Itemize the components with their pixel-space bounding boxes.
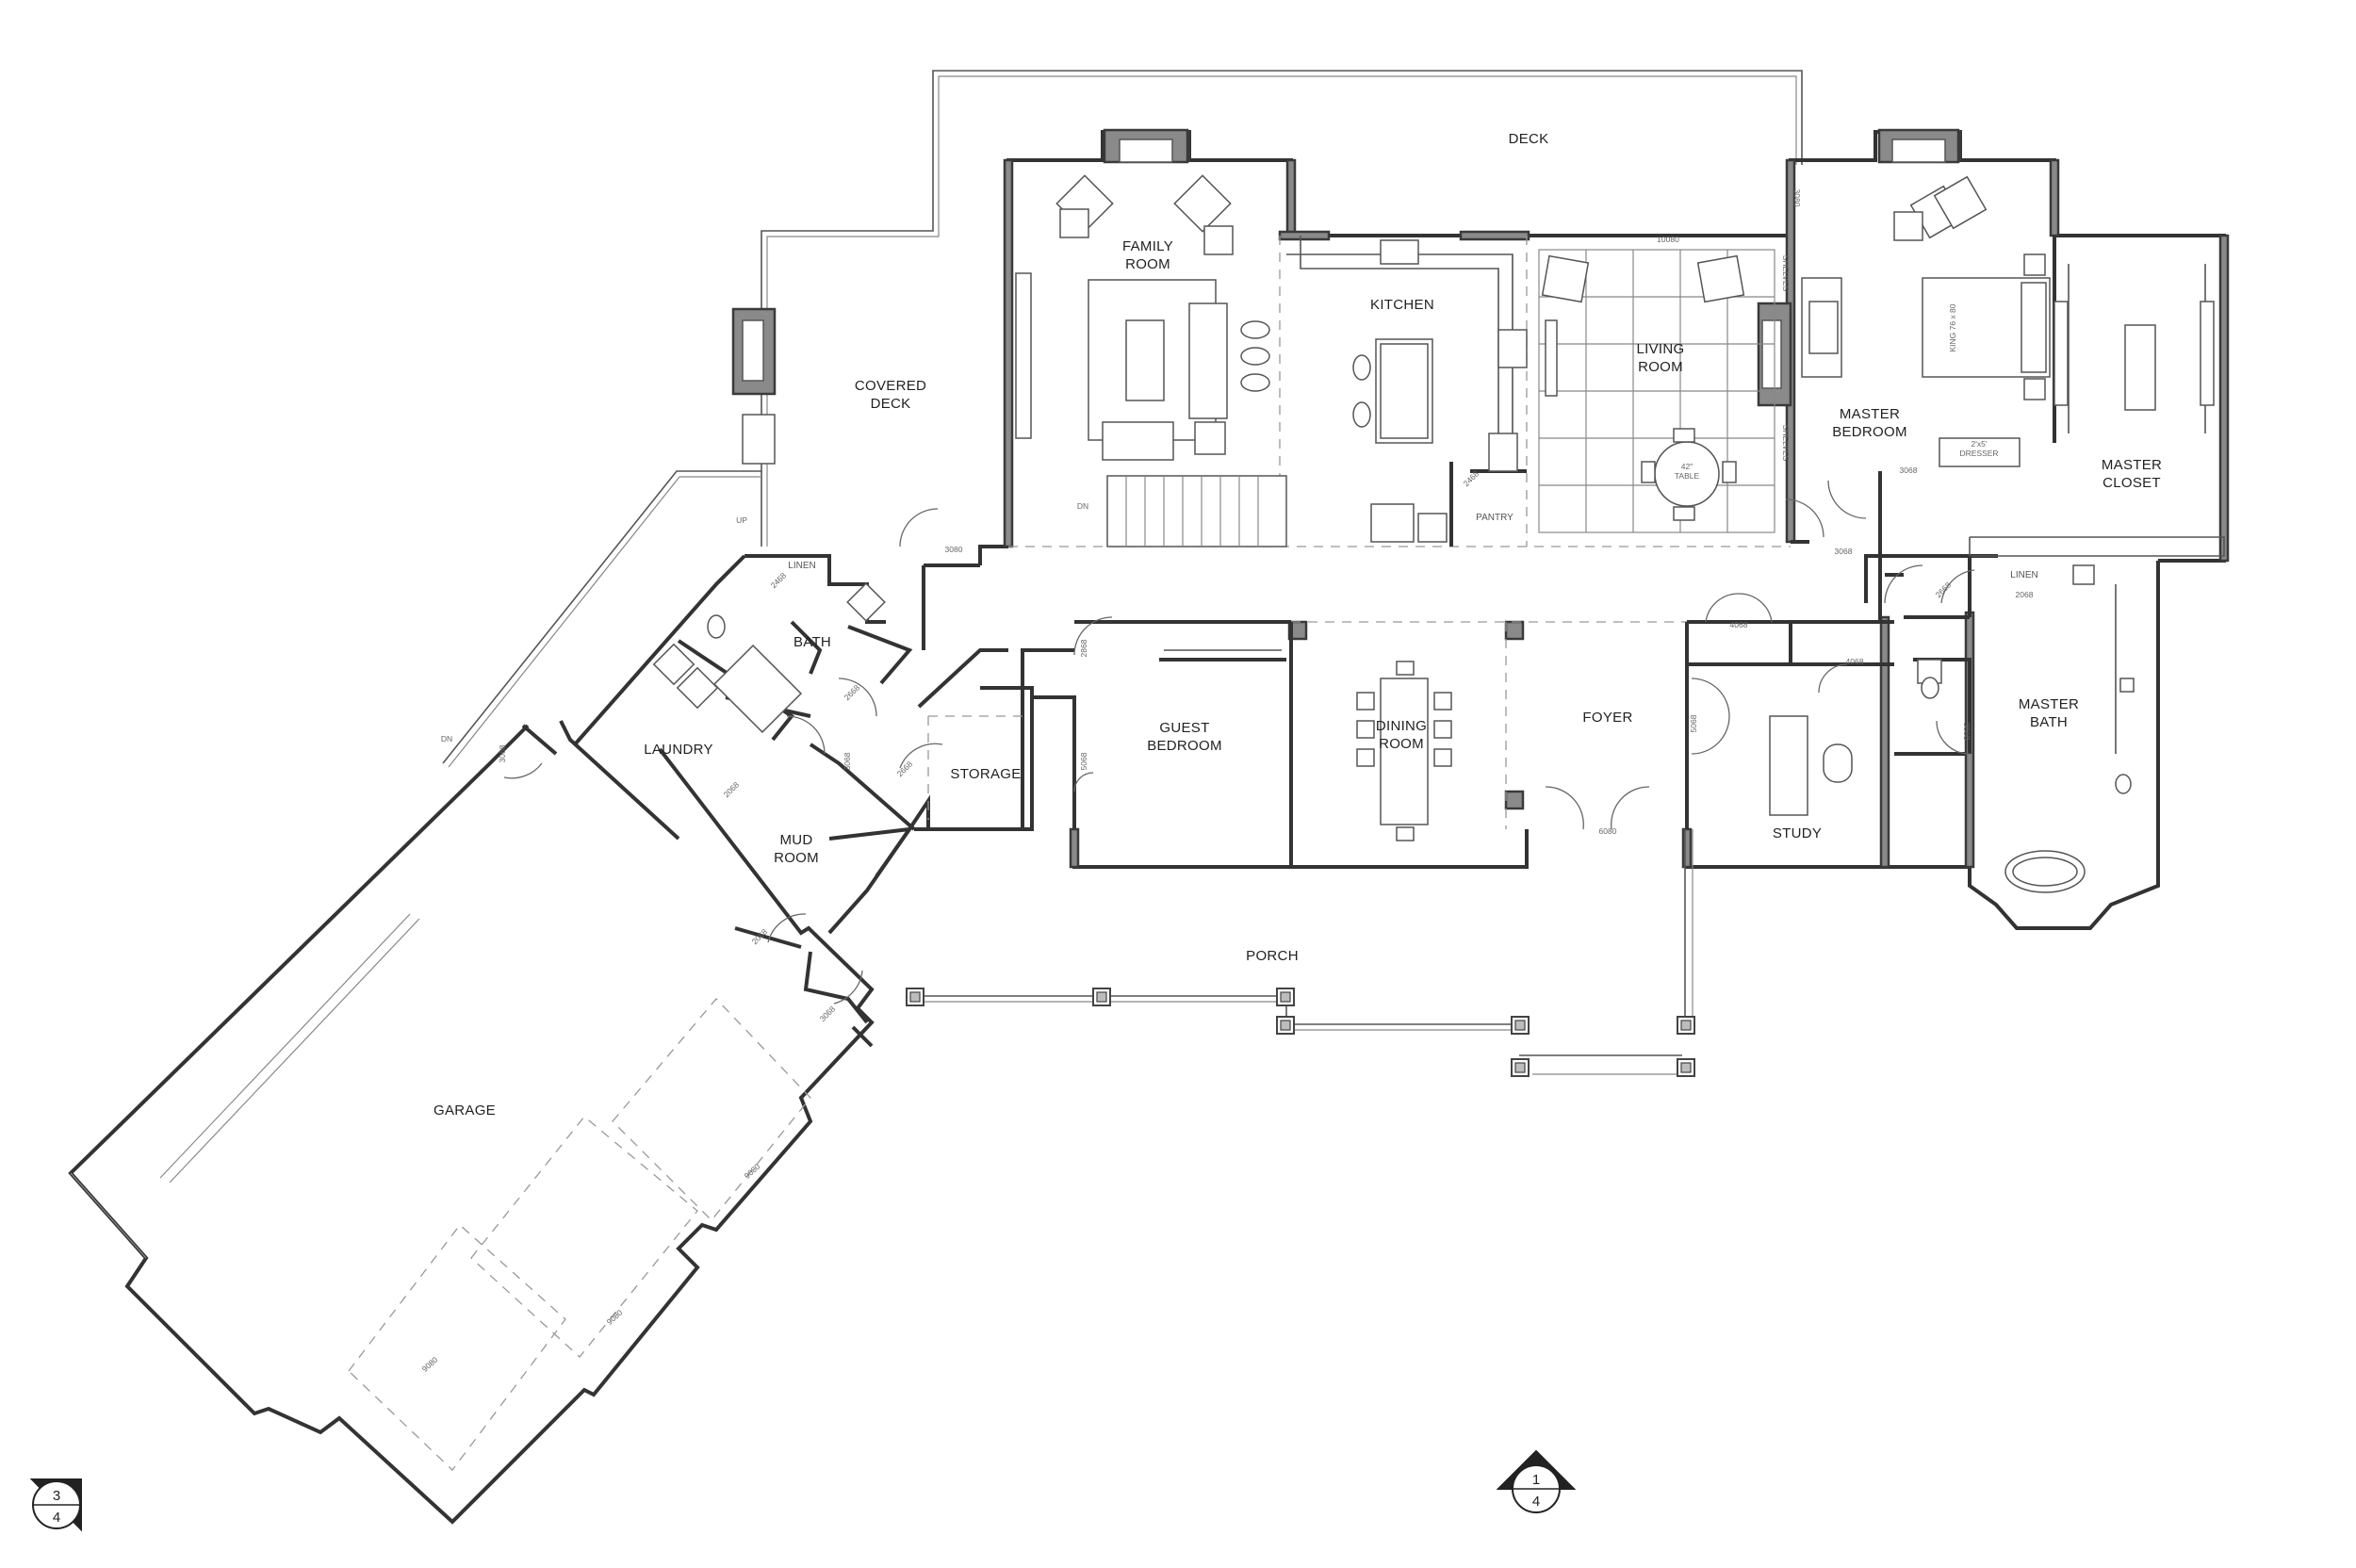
label-table: TABLE: [1675, 471, 1700, 481]
label-master-bath-2: BATH: [2030, 714, 2068, 730]
door-tag: 9080: [420, 1355, 440, 1374]
label-dresser: DRESSER: [1959, 449, 1998, 458]
label-master-closet-1: MASTER: [2102, 457, 2162, 473]
label-king-bed: KING 76 x 80: [1948, 303, 1957, 351]
label-table-size: 42": [1681, 462, 1693, 471]
kitchen-furniture: [1352, 239, 1528, 543]
label-family-room-1: FAMILY: [1122, 238, 1173, 254]
label-kitchen: KITCHEN: [1370, 297, 1434, 313]
annotations: SHELVES SHELVES 2'x5' DRESSER 42" TABLE …: [441, 255, 1999, 743]
label-porch: PORCH: [1246, 948, 1299, 964]
label-foyer: FOYER: [1582, 710, 1632, 726]
label-master-linen: LINEN: [2010, 570, 2037, 580]
fireplace-family: [1103, 128, 1189, 164]
door-tag: 5068: [1079, 752, 1088, 770]
bath-furniture: [652, 582, 886, 734]
door-tag: 3068: [843, 752, 852, 770]
door-tag: 4068: [1846, 657, 1864, 666]
label-family-room-2: ROOM: [1125, 256, 1170, 272]
door-tag: 3080: [945, 545, 963, 554]
section-marker-bottom-top: 1: [1532, 1472, 1540, 1488]
door-tag: 3068: [818, 1004, 838, 1023]
label-shelves-top: SHELVES: [1781, 255, 1791, 292]
label-master-closet-2: CLOSET: [2102, 475, 2161, 491]
stair-treads: [1125, 476, 1259, 547]
label-mud-room-2: ROOM: [774, 850, 819, 866]
label-dn-stair: DN: [1077, 501, 1088, 511]
label-storage: STORAGE: [950, 766, 1021, 782]
door-tag: 2668: [895, 759, 915, 778]
study-furniture: [1769, 715, 1853, 816]
label-mud-room-1: MUD: [779, 832, 812, 848]
label-master-bedroom-1: MASTER: [1840, 406, 1900, 422]
label-linen: LINEN: [788, 561, 815, 571]
section-marker-bottom: 1 4: [1496, 1449, 1577, 1513]
section-marker-bottom-bottom: 4: [1532, 1494, 1540, 1510]
door-tag: 3068: [1962, 723, 1972, 741]
label-covered-deck-1: COVERED: [855, 378, 926, 394]
door-tag: 4068: [1730, 620, 1748, 629]
door-tag: 2068: [2016, 590, 2034, 599]
master-bath-furniture: [1917, 564, 2135, 893]
door-tag: 2668: [843, 682, 862, 702]
garage-walls: [68, 724, 875, 1525]
label-pantry: PANTRY: [1476, 513, 1513, 523]
door-tag: 6080: [1599, 826, 1617, 836]
dining-room-furniture: [1356, 661, 1452, 841]
label-living-room-2: ROOM: [1638, 359, 1683, 375]
door-tag: 3080: [1792, 189, 1802, 207]
door-tag: 2868: [1079, 639, 1088, 657]
section-marker-left: 3 4: [29, 1478, 82, 1532]
room-labels: DECK COVERED DECK FAMILY ROOM KITCHEN LI…: [434, 131, 2162, 1119]
section-marker-left-top: 3: [53, 1488, 60, 1504]
label-living-room-1: LIVING: [1637, 341, 1685, 357]
label-guest-bedroom-1: GUEST: [1159, 720, 1209, 736]
fireplace-covered-deck: [731, 307, 777, 465]
master-closet-furniture: [2053, 301, 2215, 411]
label-shelves-bottom: SHELVES: [1781, 425, 1791, 462]
fireplace-master: [1877, 128, 1960, 164]
deck-railing: [442, 70, 1803, 768]
exterior-walls: [875, 130, 2226, 930]
family-room-furniture: [1015, 174, 1270, 461]
label-covered-deck-2: DECK: [871, 396, 911, 412]
label-dining-room-1: DINING: [1376, 718, 1427, 734]
door-tag: 2068: [722, 779, 742, 799]
porch: [906, 829, 1695, 1077]
door-tag: 10080: [1657, 235, 1679, 244]
label-master-bath-1: MASTER: [2019, 696, 2079, 712]
door-tag: 5068: [1689, 714, 1698, 732]
garage-stalls: [348, 998, 811, 1471]
label-garage: GARAGE: [434, 1102, 496, 1119]
door-tag: 9080: [605, 1308, 625, 1327]
door-tag: 3068: [1835, 547, 1853, 556]
left-wing-walls: [521, 554, 1074, 1048]
label-dn-garage: DN: [441, 734, 452, 743]
door-tag: 3068: [498, 744, 507, 762]
label-up: UP: [736, 515, 747, 525]
label-deck: DECK: [1509, 131, 1549, 147]
label-study: STUDY: [1773, 825, 1822, 841]
living-room-furniture: [1538, 249, 1775, 533]
door-swings: [503, 480, 1975, 1004]
label-dresser-size: 2'x5': [1972, 439, 1988, 449]
master-bedroom-furniture: [1801, 175, 2051, 467]
label-guest-bedroom-2: BEDROOM: [1147, 738, 1222, 754]
section-marker-left-bottom: 4: [53, 1510, 60, 1526]
label-master-bedroom-2: BEDROOM: [1832, 424, 1907, 440]
label-laundry: LAUNDRY: [644, 742, 713, 758]
label-bath: BATH: [794, 634, 831, 650]
label-dining-room-2: ROOM: [1379, 736, 1424, 752]
door-tag: 2468: [769, 570, 789, 590]
door-tag: 3068: [1900, 466, 1918, 475]
